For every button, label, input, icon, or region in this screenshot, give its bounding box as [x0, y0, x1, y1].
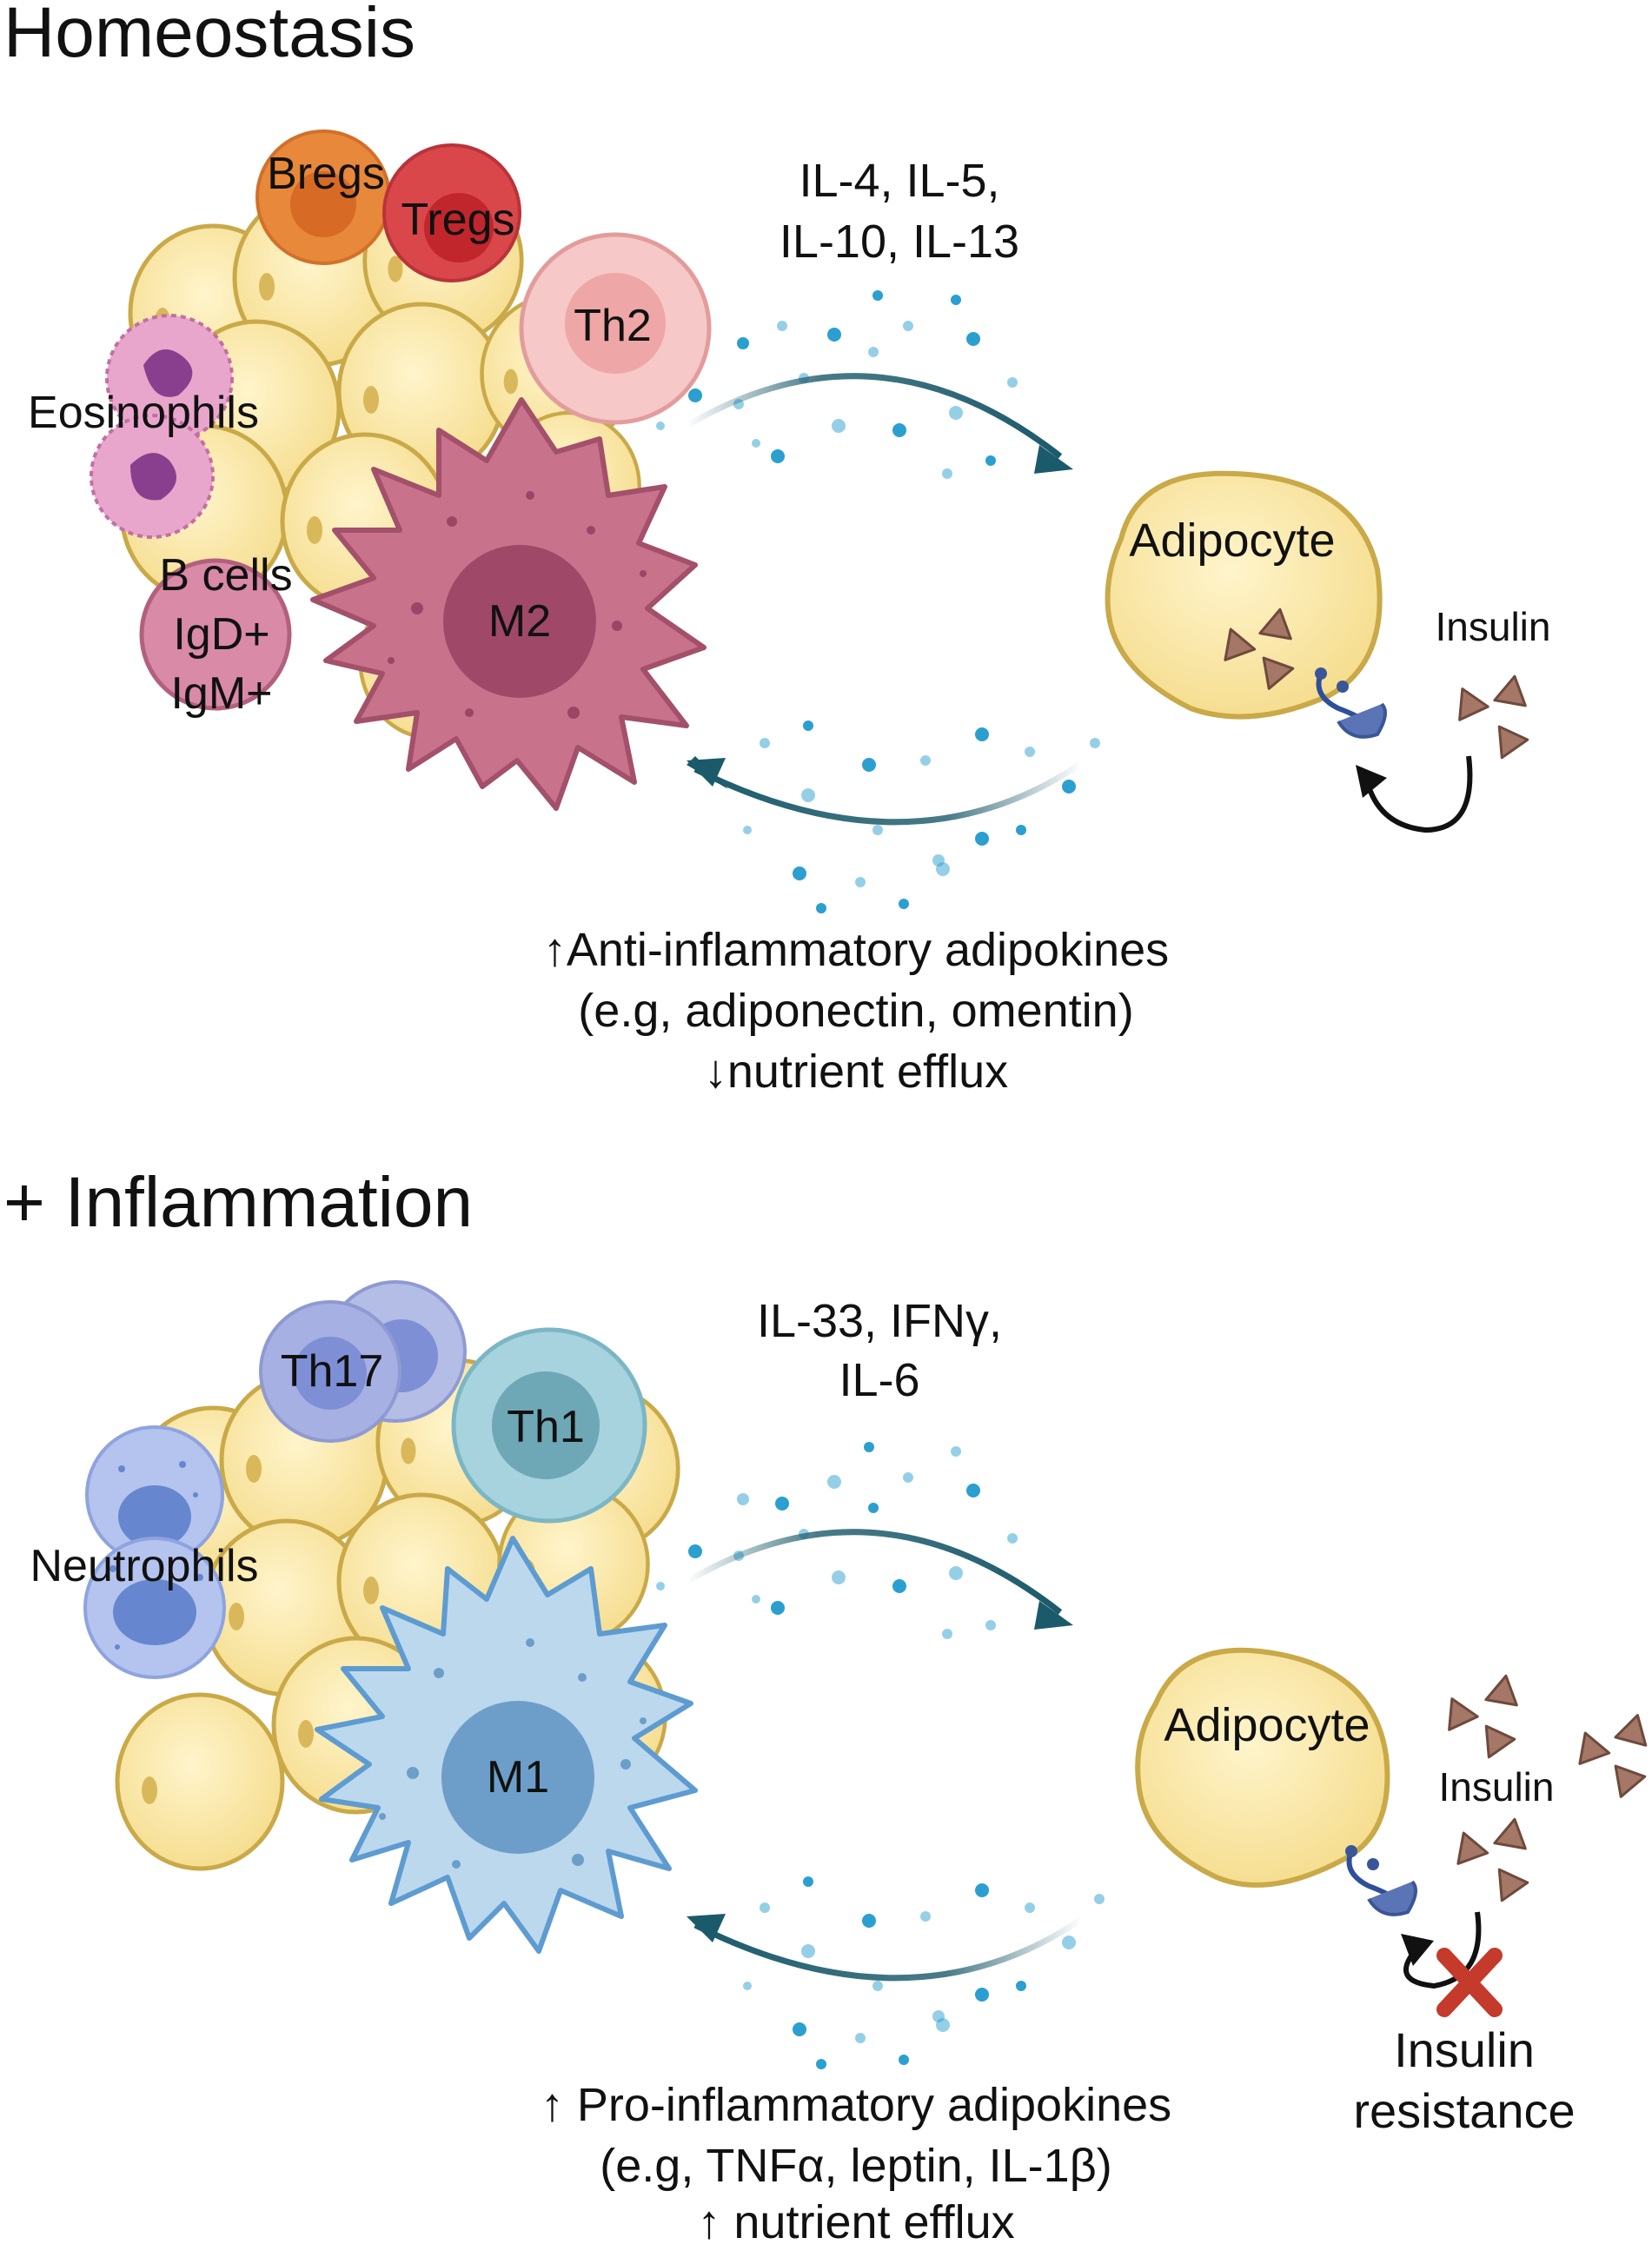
th2-nucleus: [565, 273, 666, 374]
m1-label: M1: [486, 1751, 550, 1803]
insulin-resistance-line1: Insulin: [1394, 2022, 1535, 2077]
insulin-resistance-line2: resistance: [1353, 2083, 1576, 2138]
th2-label: Th2: [574, 300, 652, 351]
insulin-molecules-top: [1447, 672, 1532, 760]
m1-nucleus: [441, 1701, 594, 1854]
tregs-nucleus: [424, 193, 494, 262]
arrowhead-left-bottom: [687, 1914, 726, 1942]
arrow-cytokines-to-adipocyte: [685, 373, 1063, 459]
blocked-cross-icon: [1436, 1948, 1503, 2017]
adipokines-top-line2: (e.g, adiponectin, omentin): [578, 985, 1134, 1037]
eosinophil-cells: [90, 314, 234, 539]
m2-label: M2: [488, 595, 552, 647]
adipokines-top-line1: ↑Anti-inflammatory adipokines: [542, 924, 1170, 976]
inflammation-panel: [83, 1280, 1652, 2069]
th1-label: Th1: [507, 1401, 585, 1452]
m1-granules: [379, 1638, 647, 1869]
b-cells-label-line3: IgM+: [170, 667, 273, 719]
arrowhead-right-top: [1034, 445, 1073, 474]
insulin-receptor-top: [1315, 667, 1387, 739]
m2-nucleus: [443, 545, 596, 698]
bregs-label: Bregs: [267, 148, 385, 199]
m2-granules: [388, 491, 647, 719]
adipokines-top-line3: ↓nutrient efflux: [703, 1046, 1009, 1098]
b-cell: [139, 558, 292, 711]
neutrophil-cells: [83, 1425, 226, 1679]
adipokines-bottom-line1: ↑ Pro-inflammatory adipokines: [540, 2079, 1172, 2131]
b-cells-label-line1: B cells: [159, 549, 293, 601]
neutrophils-label: Neutrophils: [30, 1540, 259, 1591]
th17-nucleus: [294, 1337, 367, 1410]
insulin-binding-arrowhead-bottom: [1401, 1934, 1434, 1966]
insulin-binding-arrowhead-top: [1356, 765, 1387, 798]
bregs-nucleus: [290, 171, 356, 237]
adipokine-dots-bottom: [743, 1876, 1105, 2069]
tregs-label: Tregs: [401, 194, 515, 245]
adipokines-bottom-line2: (e.g, TNFα, leptin, IL-1β): [600, 2140, 1112, 2192]
adipokine-dots-top: [743, 720, 1100, 913]
cytokine-dots-bottom: [656, 1442, 1018, 1639]
cytokines-bottom-line1: IL-33, IFNγ,: [756, 1295, 1003, 1347]
arrow-cytokines-to-adipocyte-bottom: [685, 1529, 1063, 1615]
homeostasis-panel: [90, 129, 1532, 913]
adipocyte-label-bottom: Adipocyte: [1164, 1698, 1370, 1751]
eosinophils-label: Eosinophils: [28, 387, 259, 438]
inflammation-title: + Inflammation: [3, 1163, 474, 1242]
adipokines-bottom-line3: ↑ nutrient efflux: [697, 2196, 1015, 2248]
arrow-adipokines-to-macrophage-bottom: [693, 1916, 1084, 1982]
insulin-label-bottom: Insulin: [1438, 1764, 1555, 1810]
cytokines-bottom-line2: IL-6: [839, 1354, 920, 1406]
cytokines-top-line1: IL-4, IL-5,: [799, 155, 1000, 207]
th17-label: Th17: [280, 1345, 384, 1397]
insulin-label-top: Insulin: [1435, 604, 1551, 650]
insulin-receptor-bottom: [1345, 1845, 1417, 1916]
arrowhead-left-top-b: [687, 758, 726, 787]
adipocyte-label-top: Adipocyte: [1129, 514, 1336, 567]
b-cells-label-line2: IgD+: [173, 608, 270, 660]
arrowhead-right-bottom: [1034, 1601, 1073, 1630]
cytokines-top-line2: IL-10, IL-13: [779, 216, 1020, 268]
adipocyte-cell: [1105, 470, 1383, 720]
insulin-binding-arrow-bottom: [1403, 1911, 1482, 1989]
insulin-binding-arrow-top: [1366, 755, 1473, 833]
homeostasis-title: Homeostasis: [3, 0, 415, 72]
th1-nucleus: [492, 1371, 600, 1479]
arrow-adipokines-to-macrophage: [693, 760, 1084, 826]
